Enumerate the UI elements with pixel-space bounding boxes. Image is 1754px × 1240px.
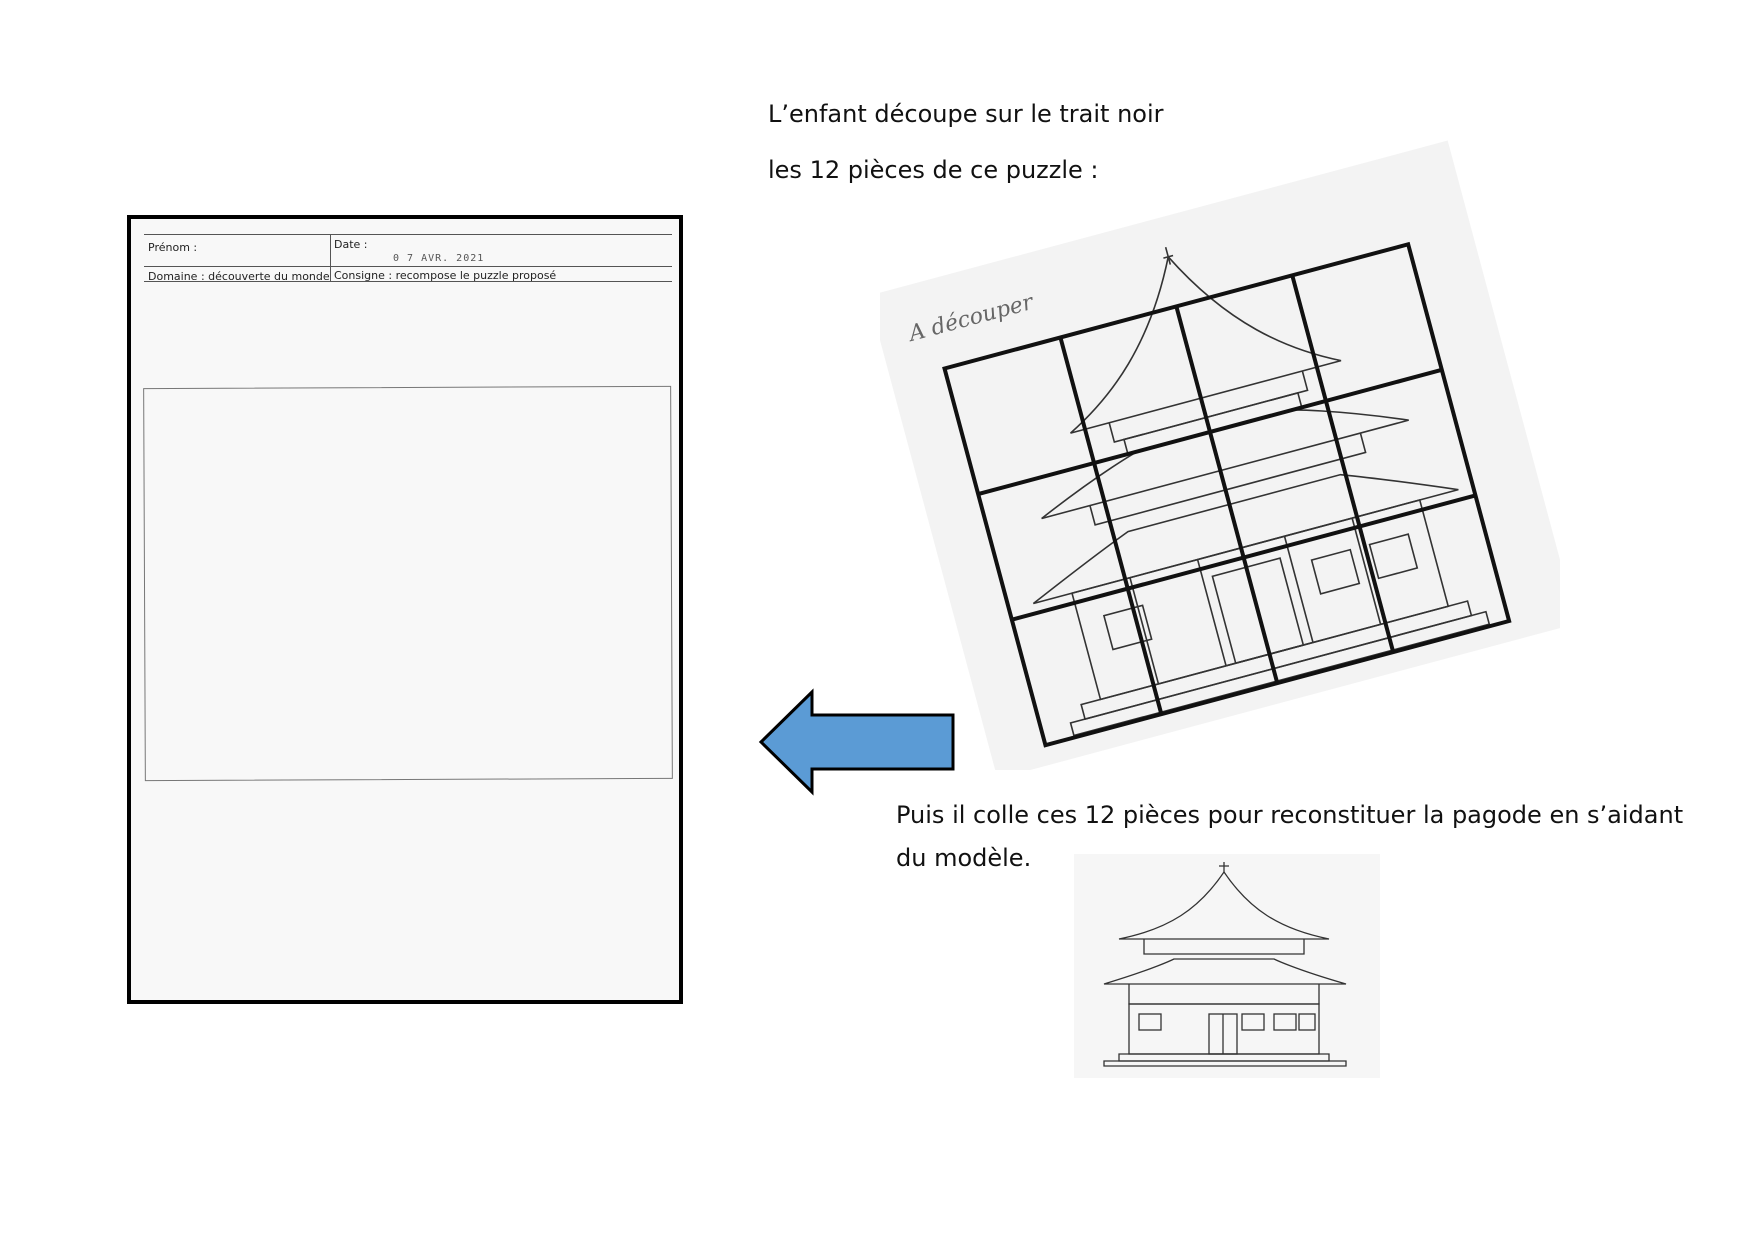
consigne-label: Consigne : recompose le puzzle proposé [334, 269, 557, 282]
instruction-line-1: L’enfant découpe sur le trait noir [768, 100, 1164, 128]
header-top-rule [144, 234, 672, 235]
puzzle-paper [880, 140, 1560, 770]
puzzle-photo: A découper [880, 140, 1560, 770]
left-arrow-icon [758, 688, 955, 796]
prenom-label: Prénom : [148, 241, 198, 254]
model-pagoda-image [1074, 854, 1380, 1078]
puzzle-grid [942, 241, 1512, 748]
domaine-label: Domaine : découverte du monde [148, 270, 330, 283]
instruction-line-3: Puis il colle ces 12 pièces pour reconst… [896, 801, 1684, 829]
instruction-line-4: du modèle. [896, 844, 1032, 872]
header-middle-rule [144, 266, 672, 267]
puzzle-drop-frame [143, 385, 673, 782]
date-stamp: 0 7 AVR. 2021 [393, 253, 485, 264]
header-bottom-rule [144, 281, 672, 282]
date-label: Date : [334, 238, 368, 251]
header-divider [330, 234, 331, 281]
instruction-line-2: les 12 pièces de ce puzzle : [768, 156, 1099, 184]
worksheet-page: Prénom : Date : 0 7 AVR. 2021 Domaine : … [127, 215, 683, 1004]
